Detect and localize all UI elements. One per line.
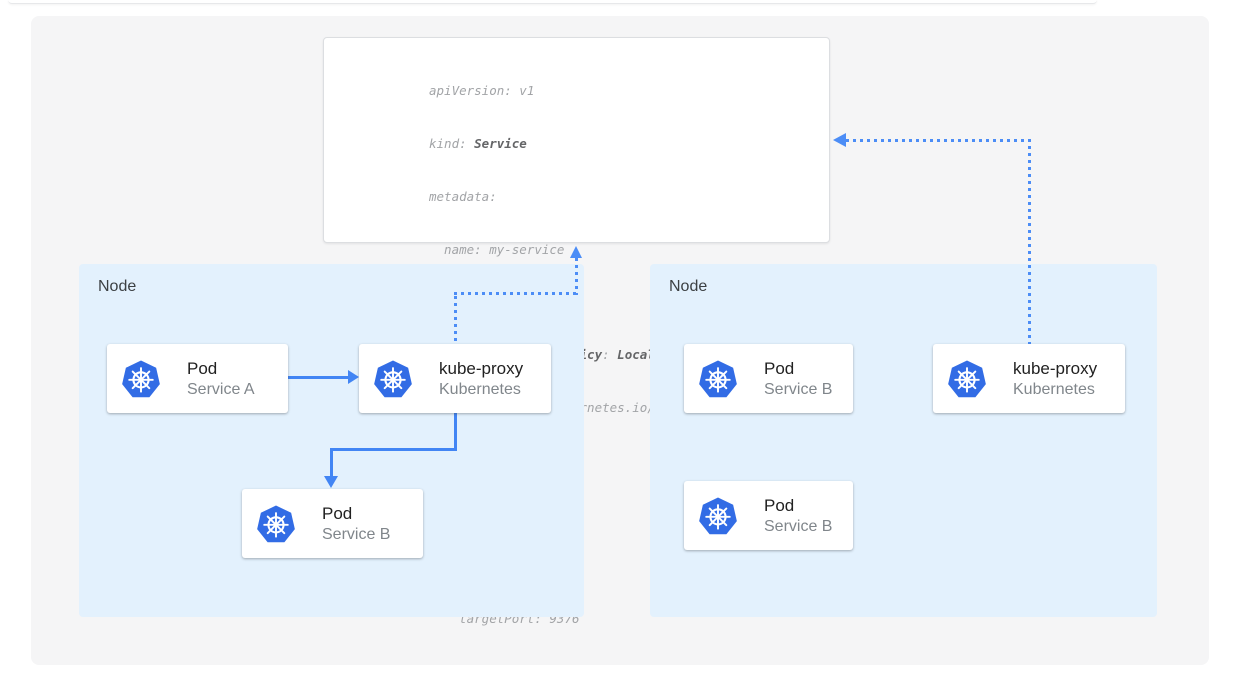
arrow-pod-a-to-kubeproxy-head bbox=[348, 370, 359, 384]
card-subtitle: Service A bbox=[187, 380, 255, 398]
card-title: Pod bbox=[764, 495, 795, 515]
arrow-pod-a-to-kubeproxy-line bbox=[288, 376, 350, 379]
yaml-line: apiVersion: v1 bbox=[429, 83, 535, 99]
top-divider bbox=[8, 0, 1097, 4]
dotted-left-kubeproxy-to-yaml-segment-1 bbox=[454, 296, 457, 344]
kubernetes-icon bbox=[946, 358, 988, 400]
yaml-line: name: my-service bbox=[429, 241, 565, 257]
dotted-left-kubeproxy-to-yaml-segment-2 bbox=[454, 292, 578, 295]
arrow-kubeproxy-to-pod-b-segment-3 bbox=[330, 448, 333, 477]
dotted-right-kubeproxy-to-yaml-segment-1 bbox=[1028, 139, 1031, 344]
card-subtitle: Service B bbox=[764, 517, 833, 535]
card-subtitle: Kubernetes bbox=[1013, 380, 1095, 398]
dotted-left-kubeproxy-to-yaml-head bbox=[570, 246, 582, 258]
card-subtitle: Service B bbox=[322, 525, 391, 543]
card-title: kube-proxy bbox=[439, 358, 524, 378]
card-subtitle: Service B bbox=[764, 380, 833, 398]
card-title: Pod bbox=[187, 358, 218, 378]
kubernetes-icon bbox=[120, 358, 162, 400]
card-title: kube-proxy bbox=[1013, 358, 1098, 378]
node-label: Node bbox=[669, 278, 708, 295]
arrow-kubeproxy-to-pod-b-head bbox=[324, 476, 338, 488]
node-panel-right: Node bbox=[650, 264, 1157, 617]
kubernetes-icon bbox=[255, 503, 297, 545]
kubernetes-icon bbox=[697, 358, 739, 400]
node-label: Node bbox=[98, 278, 137, 295]
yaml-line: kind: Service bbox=[429, 135, 527, 151]
dotted-right-kubeproxy-to-yaml-head bbox=[833, 133, 846, 147]
card-title: Pod bbox=[322, 503, 353, 523]
card-subtitle: Kubernetes bbox=[439, 380, 521, 398]
dotted-left-kubeproxy-to-yaml-segment-3 bbox=[575, 258, 578, 295]
arrow-kubeproxy-to-pod-b-segment-1 bbox=[454, 413, 457, 451]
node-panel-left: Node bbox=[79, 264, 584, 617]
arrow-kubeproxy-to-pod-b-segment-2 bbox=[330, 448, 457, 451]
kubernetes-icon bbox=[697, 495, 739, 537]
yaml-line: metadata: bbox=[429, 188, 497, 204]
service-yaml-card: apiVersion: v1 kind: Service metadata: n… bbox=[323, 37, 830, 626]
dotted-right-kubeproxy-to-yaml-segment-2 bbox=[846, 139, 1031, 142]
kubernetes-icon bbox=[372, 358, 414, 400]
card-title: Pod bbox=[764, 358, 795, 378]
